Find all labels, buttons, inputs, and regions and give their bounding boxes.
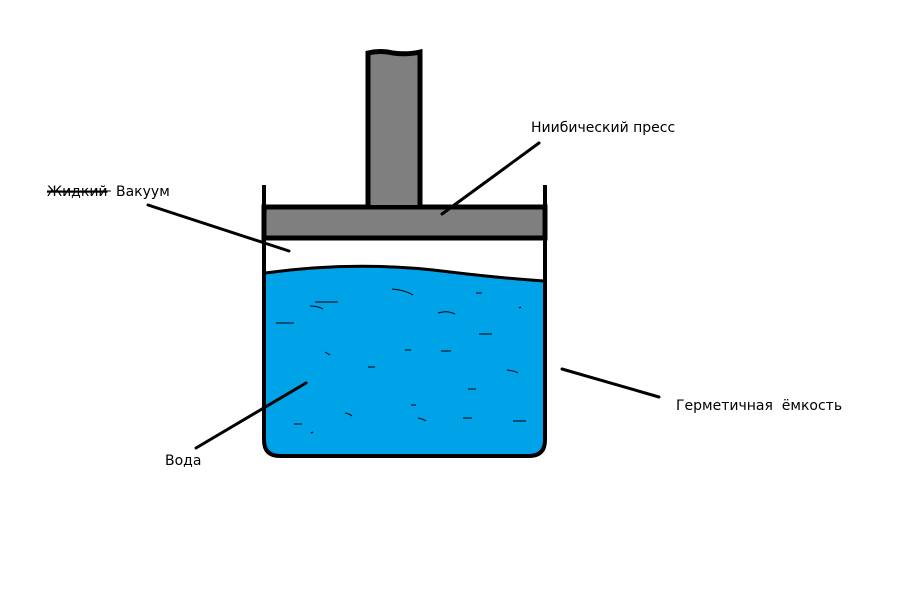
vacuum-label: Вакуум — [116, 184, 170, 200]
press-plate — [261, 204, 548, 241]
water-label: Вода — [165, 453, 201, 469]
vacuum-struck-label: Жидкий — [47, 184, 108, 200]
container-leader-line — [560, 367, 661, 399]
press-label: Ниибический пресс — [531, 120, 675, 136]
water-ripples — [276, 288, 526, 434]
water-body — [265, 266, 544, 455]
press-leader-line — [440, 141, 541, 216]
water-leader-line — [194, 381, 308, 450]
vacuum-leader-line — [146, 203, 291, 253]
sealed-container — [262, 185, 547, 458]
water-surface — [264, 264, 545, 283]
container-label: Герметичная ёмкость — [676, 398, 842, 414]
press-rod — [365, 48, 423, 205]
